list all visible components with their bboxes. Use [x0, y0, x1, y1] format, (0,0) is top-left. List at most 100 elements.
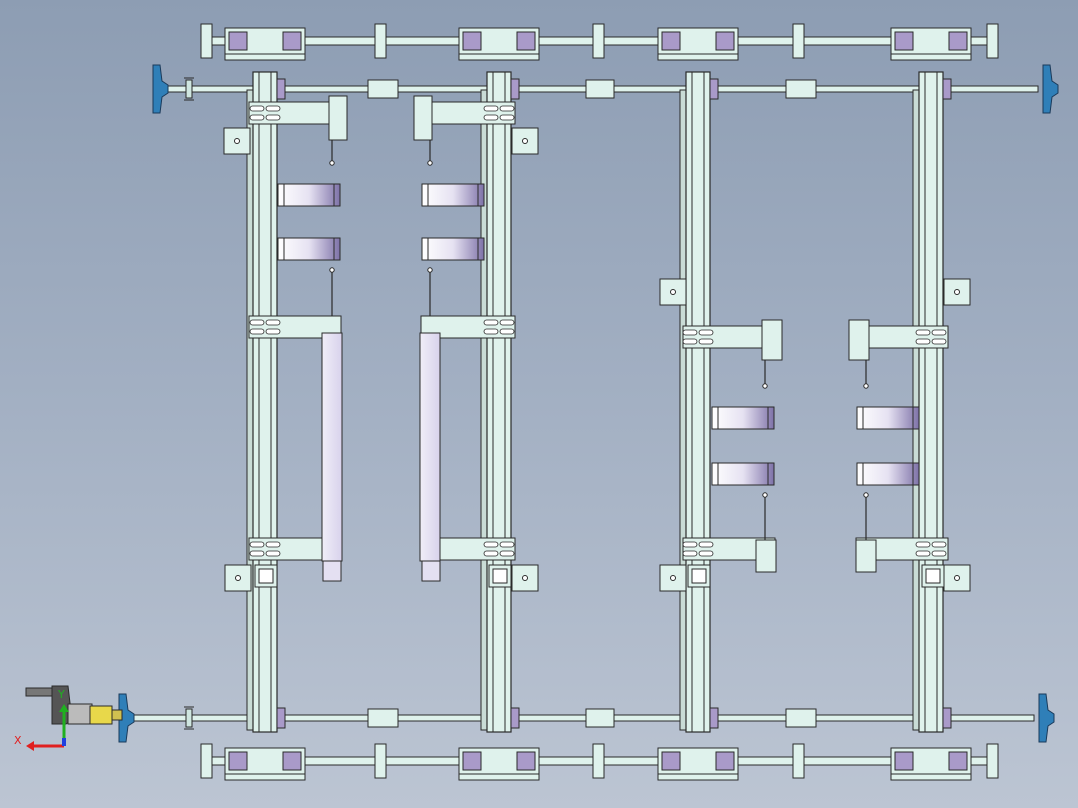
x-axis-arrow-head: [26, 741, 34, 751]
arm-c3-bottom-slot-top-0: [682, 541, 698, 548]
arm-c2-middle-slot-bottom-1: [499, 328, 515, 335]
detail-layer: [25, 95, 971, 725]
bottom-guide-shaft-clamp-1: [374, 743, 387, 779]
arm-c2-top: [430, 101, 516, 125]
column-1-back-rail: [246, 89, 254, 731]
column-1-upright: [252, 71, 278, 733]
arm-c1-bottom-slot-top-0: [249, 541, 265, 548]
bracket-c2-upper-bolt: [522, 138, 528, 144]
column-4-bottom-bearing-block-base: [890, 773, 972, 781]
x-axis-label: X: [14, 734, 22, 747]
arm-c2-bottom-slot-bottom-1: [499, 550, 515, 557]
top-drive-coupling-2: [785, 79, 817, 99]
arm-c3-bottom-slot-bottom-0: [682, 550, 698, 557]
column-3-top-bearing-block-base: [657, 53, 739, 61]
clamp-c3-top-pin-tip: [762, 383, 768, 389]
arm-c2-top-slot-top-1: [499, 105, 515, 112]
arm-c4-top: [864, 325, 949, 349]
motor-shaft-housing: [67, 703, 93, 725]
column-2-top-bearing-block-pad-left: [462, 31, 482, 51]
carriage-c3-lower: [755, 539, 777, 573]
bottom-drive-coupling-2: [785, 708, 817, 728]
bracket-c4-lower-bolt: [954, 575, 960, 581]
column-4-bottom-drive-sprocket: [942, 707, 952, 729]
bracket-c2-lower-bolt: [522, 575, 528, 581]
bottom-guide-shaft-clamp-4: [986, 743, 999, 779]
plate-c1-long: [321, 332, 343, 562]
top-guide-shaft-clamp-4: [986, 23, 999, 59]
column-3-upright: [685, 71, 711, 733]
column-2-top-bearing-block-pad-right: [516, 31, 536, 51]
clamp-c1-top-pin-tip: [329, 160, 335, 166]
motor-coupling: [89, 705, 113, 725]
clamp-c3-top: [761, 319, 783, 361]
column-1-top-drive-sprocket: [276, 78, 286, 100]
arm-c3-bottom-slot-top-1: [698, 541, 714, 548]
top-drive-handwheel-right-icon: [1042, 64, 1059, 114]
column-1-bottom-bearing-block-base: [224, 773, 306, 781]
clamp-c1-top: [328, 95, 348, 141]
arm-c1-bottom-slot-bottom-0: [249, 550, 265, 557]
arm-c1-top-slot-bottom-1: [265, 114, 281, 121]
clamp-c4-top-pin-tip: [863, 383, 869, 389]
column-2-bottom-bearing-block-pad-left: [462, 751, 482, 771]
arm-c4-top-slot-top-1: [931, 329, 947, 336]
column-3-bottom-bearing-block-base: [657, 773, 739, 781]
bottom-guide-shaft-clamp-0: [200, 743, 213, 779]
column-3-bottom-bearing-block-pad-left: [661, 751, 681, 771]
bracket-c3-lower-bolt: [670, 575, 676, 581]
arm-c2-bottom-slot-top-1: [499, 541, 515, 548]
clamp-c4-top: [848, 319, 870, 361]
arm-c3-top: [682, 325, 776, 349]
arm-c1-top-slot-top-0: [249, 105, 265, 112]
arm-c2-middle-slot-top-1: [499, 319, 515, 326]
column-3-top-drive-sprocket: [709, 78, 719, 100]
top-guide-shaft-clamp-2: [592, 23, 605, 59]
roller-c4-upper: [856, 406, 920, 430]
column-1-bottom-bearing-block-pad-right: [282, 751, 302, 771]
column-2-top-bearing-block-base: [458, 53, 540, 61]
column-1-top-bearing-block-pad-right: [282, 31, 302, 51]
plate-c2-long: [419, 332, 441, 562]
roller-c4-lower: [856, 462, 920, 486]
arm-c1-bottom-slot-top-1: [265, 541, 281, 548]
arm-c2-top-slot-bottom-1: [499, 114, 515, 121]
arm-c4-bottom-slot-top-1: [931, 541, 947, 548]
guide-pin-1-tip: [427, 267, 433, 273]
column-3-top-bearing-block-pad-left: [661, 31, 681, 51]
bottom-drive-coupling-0: [367, 708, 399, 728]
crank-handle: [25, 687, 55, 697]
arm-c3-top-slot-top-1: [698, 329, 714, 336]
column-2-bottom-bearing-block-base: [458, 773, 540, 781]
column-4-top-drive-sprocket: [942, 78, 952, 100]
bottom-guide-shaft-clamp-3: [792, 743, 805, 779]
arm-c4-top-slot-top-0: [915, 329, 931, 336]
column-4-top-bearing-block-pad-left: [894, 31, 914, 51]
guide-pin-0-tip: [329, 267, 335, 273]
column-4-lower-clamp-inner: [925, 568, 941, 584]
arm-c1-top-slot-bottom-0: [249, 114, 265, 121]
column-2-top-drive-sprocket: [510, 78, 520, 100]
bottom-drive-sprocket: [185, 708, 193, 728]
column-3-bottom-bearing-block-pad-right: [715, 751, 735, 771]
roller-c1-lower: [277, 237, 341, 261]
column-1-bottom-drive-sprocket: [276, 707, 286, 729]
motor-coupling-flange: [111, 709, 123, 721]
column-1-top-bearing-block-pad-left: [228, 31, 248, 51]
arm-c3-bottom-slot-bottom-1: [698, 550, 714, 557]
arm-c4-bottom-slot-top-0: [915, 541, 931, 548]
column-3-lower-clamp-inner: [691, 568, 707, 584]
column-2-bottom-drive-sprocket: [510, 707, 520, 729]
column-3-bottom-drive-sprocket: [709, 707, 719, 729]
column-2-upright: [486, 71, 512, 733]
coordinate-triad: X Y: [14, 688, 69, 751]
column-3-top-bearing-block-pad-right: [715, 31, 735, 51]
guide-pin-3-tip: [863, 492, 869, 498]
roller-c3-upper: [711, 406, 775, 430]
roller-c1-upper: [277, 183, 341, 207]
arm-c1-top-slot-top-1: [265, 105, 281, 112]
arm-c2-bottom-slot-bottom-0: [483, 550, 499, 557]
arm-c4-top-slot-bottom-0: [915, 338, 931, 345]
